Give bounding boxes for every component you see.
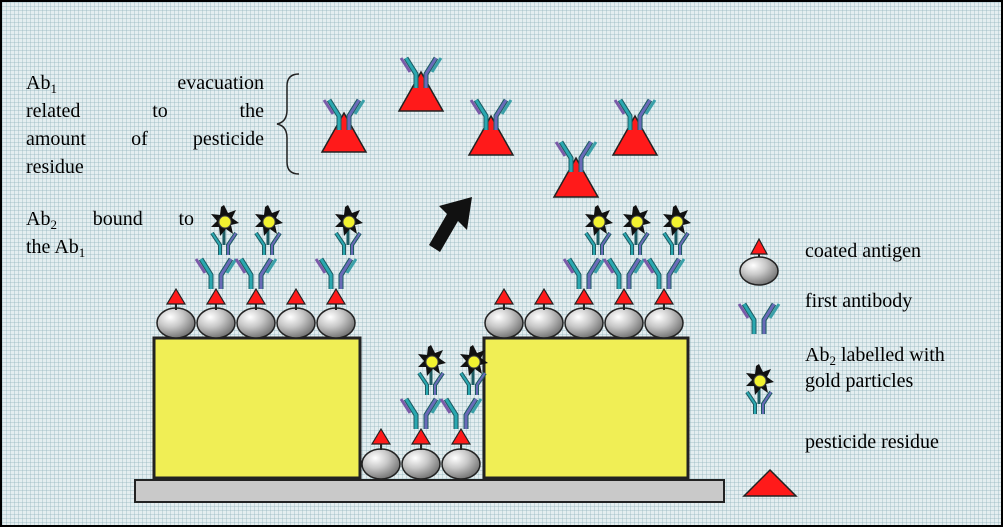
antigen-beads-left bbox=[157, 308, 355, 338]
ab1-note-sub: 1 bbox=[50, 81, 57, 96]
legend-ab2-gold-icon bbox=[746, 364, 774, 414]
legend-ab2-label-line2: gold particles bbox=[805, 368, 913, 394]
evacuation-arrow bbox=[429, 197, 472, 252]
legend-first-antibody-label: first antibody bbox=[805, 288, 912, 314]
released-complexes bbox=[322, 58, 657, 197]
ab1-note-ab: Ab bbox=[26, 72, 50, 94]
pesticide-markers-gap bbox=[372, 429, 470, 450]
ab2-note-line2: the Ab1 bbox=[26, 234, 85, 266]
legend-ab2-ab: Ab bbox=[805, 344, 829, 366]
ab1-note-line4: residue bbox=[26, 154, 84, 180]
bound-antibodies-left bbox=[196, 259, 356, 289]
legend-pesticide-residue-icon bbox=[744, 470, 796, 496]
pesticide-markers-right bbox=[495, 289, 673, 310]
ab2-note-ab: Ab bbox=[26, 208, 50, 230]
antigen-beads-gap bbox=[362, 449, 480, 479]
gold-labelled-antibodies-right bbox=[585, 205, 691, 255]
antigen-beads-right bbox=[485, 308, 683, 338]
legend-ab2-labelled-with: labelled with bbox=[841, 344, 945, 366]
legend-pesticide-residue-label: pesticide residue bbox=[805, 429, 939, 455]
support-block-right bbox=[484, 338, 688, 478]
support-block-left bbox=[154, 338, 360, 478]
bound-antibodies-gap bbox=[401, 399, 481, 429]
ab2-note-sub2: 1 bbox=[79, 245, 86, 260]
pesticide-markers-left bbox=[167, 289, 345, 310]
ab2-note-the-ab: the Ab bbox=[26, 236, 79, 258]
legend-ab2-sub: 2 bbox=[829, 353, 836, 368]
legend-coated-antigen-label: coated antigen bbox=[805, 238, 921, 264]
ab2-note-sub: 2 bbox=[50, 217, 57, 232]
base-platform bbox=[135, 480, 724, 502]
curly-brace bbox=[277, 74, 299, 174]
ab1-note-evacuation: evacuation bbox=[177, 72, 264, 94]
legend-first-antibody-icon bbox=[739, 304, 779, 334]
ab2-note-bound-to: bound to bbox=[93, 208, 194, 230]
legend-coated-antigen-icon bbox=[740, 239, 778, 285]
gold-labelled-antibodies-gap bbox=[418, 345, 488, 395]
ab1-note-line2: related to the bbox=[26, 98, 264, 124]
ab1-note-line3: amount of pesticide bbox=[26, 126, 264, 152]
gold-labelled-antibodies-left bbox=[211, 205, 363, 255]
bound-antibodies-right bbox=[564, 259, 684, 289]
